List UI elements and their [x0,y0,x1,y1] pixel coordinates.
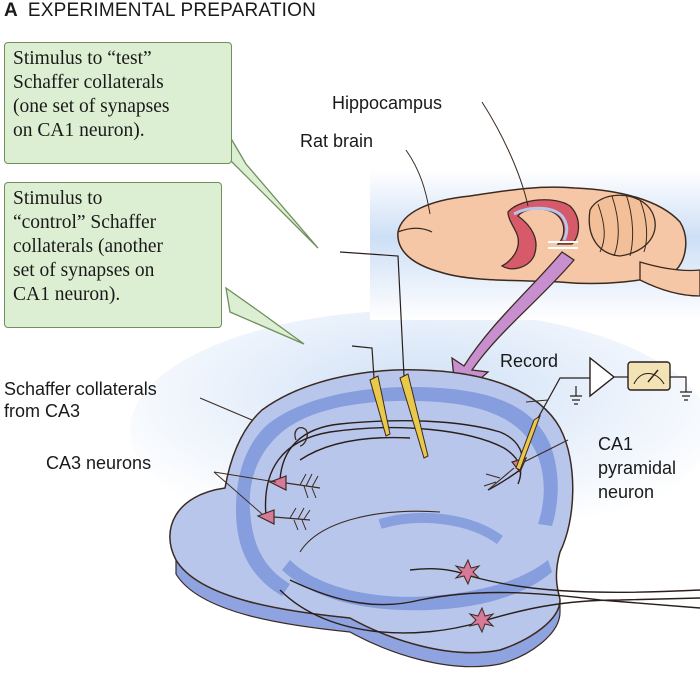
ca3-neuron-2 [256,507,311,531]
test-electrode [351,345,391,437]
record-label: Record [500,351,559,371]
leader-lines [199,101,569,515]
figure-title-text: EXPERIMENTAL PREPARATION [27,0,317,21]
dentate-band [282,560,552,611]
rat-brain-label: Rat brain [300,131,374,151]
schaffer-collaterals-label: Schaffer collaterals from CA3 [4,378,157,422]
ca1-label-line: neuron [598,482,655,502]
recording-electrode [515,377,590,471]
control-electrode [339,251,429,459]
hippocampus-shape [500,199,580,270]
callout-line: on CA1 neuron). [13,120,145,141]
ca1-neuron-label: CA1 pyramidal neuron [598,432,676,504]
callout-line: (one set of synapses [13,96,170,117]
callout-line: “control” Schaffer [13,212,157,233]
cerebellum [588,193,656,257]
amplifier [570,356,630,405]
test-stimulus-callout: Stimulus to “test” Schaffer collaterals … [4,42,232,164]
rat-brain [397,186,700,297]
pyramidal-band [236,387,558,596]
control-stimulus-callout: Stimulus to “control” Schaffer collatera… [4,182,222,328]
ca3-neuron-1 [268,473,321,499]
hippocampus-label: Hippocampus [332,93,443,113]
panel-letter: A [4,0,18,21]
meter [627,361,692,401]
figure-title: A EXPERIMENTAL PREPARATION [4,0,316,22]
schaffer-label-line: Schaffer collaterals [4,379,157,399]
ca1-label-line: CA1 [598,434,634,454]
schaffer-hook [294,426,308,447]
callout-line: Schaffer collaterals [13,72,164,93]
ca1-label-line: pyramidal [598,458,677,478]
granule-cells [454,558,495,634]
schaffer-label-line: from CA3 [4,401,81,421]
ca3-neurons-label: CA3 neurons [46,453,152,473]
callout-line: CA1 neuron). [13,284,121,305]
callout-line: Stimulus to [13,188,103,209]
callout-pointers [225,127,319,345]
callout-line: collaterals (another [13,236,163,257]
callout-line: set of synapses on [13,260,155,281]
callout-line: Stimulus to “test” [13,48,152,69]
